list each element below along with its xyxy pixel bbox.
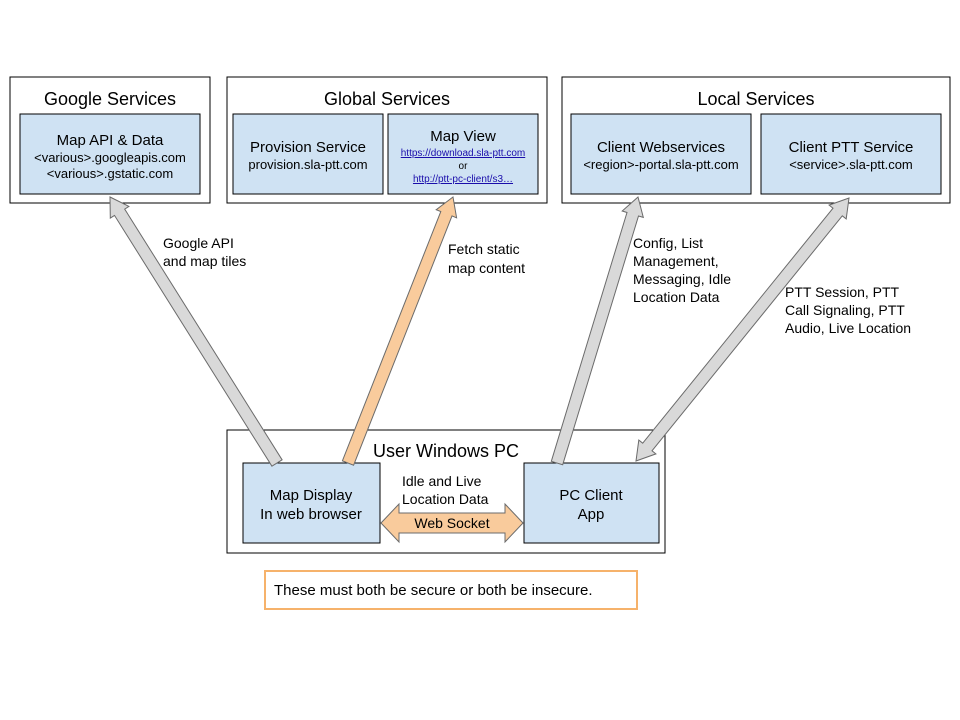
client-ptt-service-host: <service>.sla-ptt.com — [789, 157, 913, 172]
map-view-box — [387, 113, 539, 195]
idle-live-label-1: Idle and Live — [402, 473, 482, 489]
google-services-title: Google Services — [44, 89, 176, 109]
client-ptt-service-title: Client PTT Service — [789, 139, 914, 156]
map-display-line-1: Map Display — [270, 487, 353, 504]
client-webservices-host: <region>-portal.sla-ptt.com — [583, 157, 738, 172]
web-socket-label: Web Socket — [414, 515, 489, 531]
fetch-static-arrow — [341, 196, 458, 466]
client-webservices-box — [570, 113, 752, 195]
local-services-title: Local Services — [697, 89, 814, 109]
ptt-session-label-3: Audio, Live Location — [785, 320, 911, 336]
config-label-3: Messaging, Idle — [633, 271, 731, 287]
provision-service-box — [232, 113, 384, 195]
map-view-link-download[interactable]: https://download.sla-ptt.com — [401, 148, 526, 159]
pc-client-line-1: PC Client — [559, 487, 623, 504]
client-ptt-service-box — [760, 113, 942, 195]
provision-service-title: Provision Service — [250, 139, 366, 156]
map-display-line-2: In web browser — [260, 506, 362, 523]
ptt-session-label-2: Call Signaling, PTT — [785, 302, 905, 318]
map-view-or: or — [459, 161, 469, 172]
ptt-session-label-1: PTT Session, PTT — [785, 284, 900, 300]
google-api-label-1: Google API — [163, 235, 234, 251]
map-api-host-1: <various>.googleapis.com — [34, 150, 186, 165]
config-label-4: Location Data — [633, 289, 720, 305]
user-pc-title: User Windows PC — [373, 441, 519, 461]
global-services-title: Global Services — [324, 89, 450, 109]
security-note-box — [264, 570, 638, 610]
pc-client-box — [523, 462, 660, 544]
map-api-title: Map API & Data — [57, 132, 164, 149]
config-arrow — [550, 196, 645, 466]
config-label-2: Management, — [633, 253, 719, 269]
pc-client-line-2: App — [578, 506, 605, 523]
client-webservices-title: Client Webservices — [597, 139, 725, 156]
security-note-text: These must both be secure or both be ins… — [274, 582, 593, 599]
fetch-static-label-2: map content — [448, 260, 525, 276]
map-api-host-2: <various>.gstatic.com — [47, 166, 173, 181]
config-label-1: Config, List — [633, 235, 703, 251]
google-api-arrow — [109, 196, 283, 467]
web-socket-arrow — [380, 502, 524, 544]
fetch-static-label-1: Fetch static — [448, 241, 520, 257]
ptt-session-arrow — [635, 197, 850, 462]
google-api-label-2: and map tiles — [163, 253, 246, 269]
provision-service-host: provision.sla-ptt.com — [248, 157, 367, 172]
map-view-title: Map View — [430, 128, 496, 145]
map-view-link-s3[interactable]: http://ptt-pc-client/s3… — [413, 174, 513, 185]
idle-live-label-2: Location Data — [402, 491, 489, 507]
map-api-box — [19, 113, 201, 195]
map-display-box — [242, 462, 381, 544]
